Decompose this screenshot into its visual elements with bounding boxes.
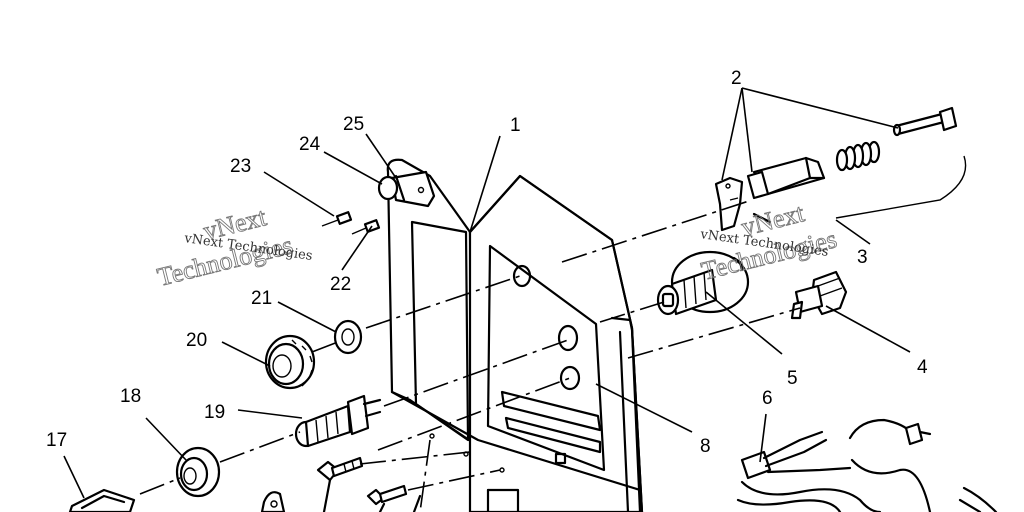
lock-washer-part-21 bbox=[333, 319, 363, 355]
mounting-panel bbox=[386, 158, 644, 512]
callout-1: 1 bbox=[510, 115, 521, 136]
watermark-right: vNext Technologies vNext Technologies bbox=[698, 198, 840, 287]
wire-harness-part-6 bbox=[736, 418, 998, 512]
callout-23: 23 bbox=[230, 156, 251, 177]
bracket-part-25 bbox=[377, 170, 436, 208]
jack-part-19 bbox=[294, 394, 382, 448]
callout-labels: 1 2 3 4 5 6 8 17 18 19 20 21 22 23 24 25 bbox=[46, 68, 928, 457]
callout-8: 8 bbox=[700, 436, 711, 457]
callout-21: 21 bbox=[251, 288, 272, 309]
callout-18: 18 bbox=[120, 386, 141, 407]
plug-part-17 bbox=[68, 488, 136, 512]
callout-5: 5 bbox=[787, 368, 798, 389]
nut-part-18 bbox=[175, 446, 221, 498]
plunger-assembly-part-2 bbox=[714, 106, 958, 232]
callout-17: 17 bbox=[46, 430, 67, 451]
assembly-lines bbox=[139, 155, 967, 512]
screw-part-22 bbox=[351, 219, 381, 235]
callout-19: 19 bbox=[204, 402, 225, 423]
knurled-nut-part-20 bbox=[264, 334, 316, 390]
watermark-left: vNext Technologies vNext Technologies bbox=[154, 202, 313, 293]
key-switch-part-5 bbox=[656, 250, 750, 316]
callout-2: 2 bbox=[731, 68, 742, 89]
leader-lines bbox=[63, 87, 911, 499]
callout-3: 3 bbox=[857, 247, 868, 268]
callout-22: 22 bbox=[330, 274, 351, 295]
callout-24: 24 bbox=[299, 134, 321, 155]
callout-4: 4 bbox=[917, 357, 928, 378]
bottom-hardware bbox=[260, 456, 422, 512]
callout-6: 6 bbox=[762, 388, 773, 409]
callout-25: 25 bbox=[343, 114, 364, 135]
callout-20: 20 bbox=[186, 330, 207, 351]
toggle-switch-part-4 bbox=[790, 270, 848, 320]
screw-part-23 bbox=[321, 211, 353, 227]
